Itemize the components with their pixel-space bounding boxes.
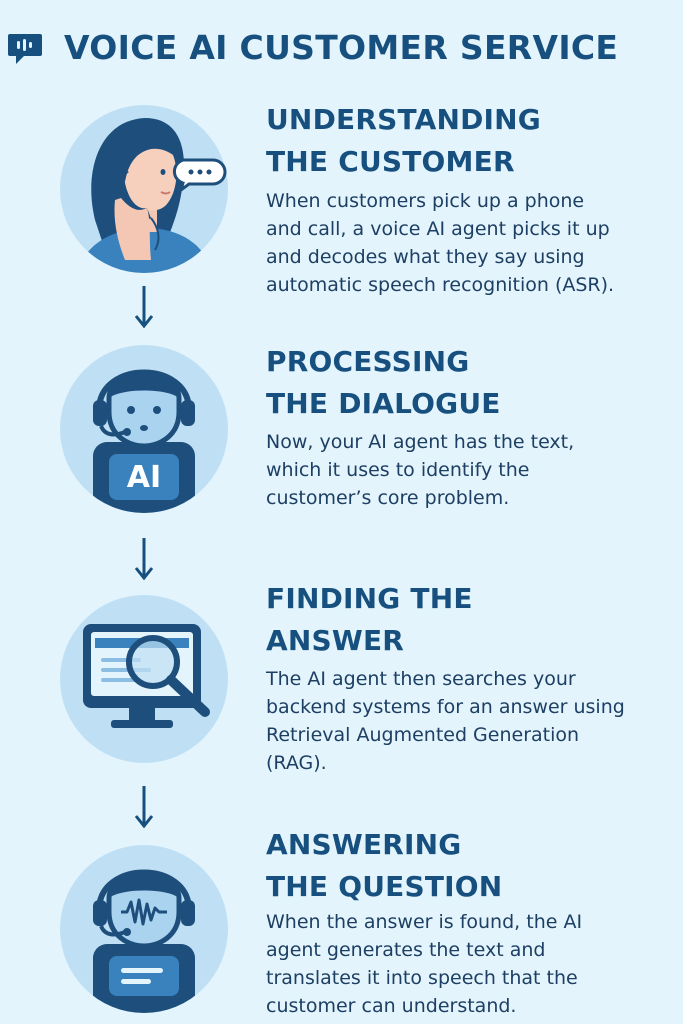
monitor-search-icon [60,595,228,763]
chat-bubble-icon [8,34,42,64]
step-description: Now, your AI agent has the text, which i… [266,431,575,509]
down-arrow-icon [134,286,154,329]
speech-bubble-icon [173,158,227,194]
step-heading: ANSWERING THE QUESTION [266,828,503,903]
step-heading: UNDERSTANDING THE CUSTOMER [266,103,541,178]
step-heading: PROCESSING THE DIALOGUE [266,345,501,420]
step-description: When the answer is found, the AI agent g… [266,911,583,1017]
ai-badge-label: AI [127,460,161,495]
down-arrow-icon [134,538,154,581]
step-description: The AI agent then searches your backend … [266,668,625,774]
header: VOICE AI CUSTOMER SERVICE [0,22,683,74]
down-arrow-icon [134,786,154,829]
ai-agent-speaking-icon [60,845,228,1013]
ai-agent-headset-icon: AI [60,345,228,513]
customer-on-phone-icon [60,105,228,273]
page-title: VOICE AI CUSTOMER SERVICE [64,28,619,67]
step-description: When customers pick up a phone and call,… [266,190,615,296]
step-heading: FINDING THE ANSWER [266,582,473,657]
